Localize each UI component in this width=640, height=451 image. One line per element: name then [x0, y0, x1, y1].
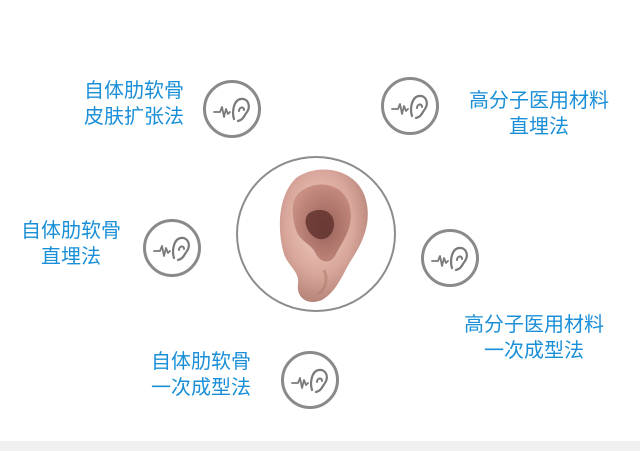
- ear-wave-icon: [281, 351, 339, 409]
- ear-wave-icon: [421, 229, 479, 287]
- method-label-line: 自体肋软骨: [21, 218, 121, 242]
- method-label-line: 直埋法: [41, 244, 101, 268]
- method-label-line: 自体肋软骨: [84, 78, 184, 102]
- method-label: 自体肋软骨 直埋法: [6, 217, 136, 269]
- method-label: 高分子医用材料 直埋法: [450, 87, 628, 139]
- ear-wave-icon: [203, 80, 261, 138]
- method-label: 自体肋软骨 皮肤扩张法: [58, 77, 184, 129]
- method-label-line: 一次成型法: [151, 375, 251, 399]
- method-label-line: 一次成型法: [484, 338, 584, 362]
- method-label-line: 高分子医用材料: [469, 88, 609, 112]
- ear-illustration: [279, 169, 368, 303]
- method-label-line: 直埋法: [509, 114, 569, 138]
- bottom-divider: [0, 441, 640, 451]
- method-label-line: 高分子医用材料: [464, 312, 604, 336]
- method-label: 自体肋软骨 一次成型法: [136, 348, 266, 400]
- method-label-line: 皮肤扩张法: [84, 104, 184, 128]
- center-ear-circle: [236, 156, 396, 312]
- ear-wave-icon: [381, 77, 439, 135]
- method-label-line: 自体肋软骨: [151, 349, 251, 373]
- method-label: 高分子医用材料 一次成型法: [432, 311, 636, 363]
- ear-wave-icon: [143, 219, 201, 277]
